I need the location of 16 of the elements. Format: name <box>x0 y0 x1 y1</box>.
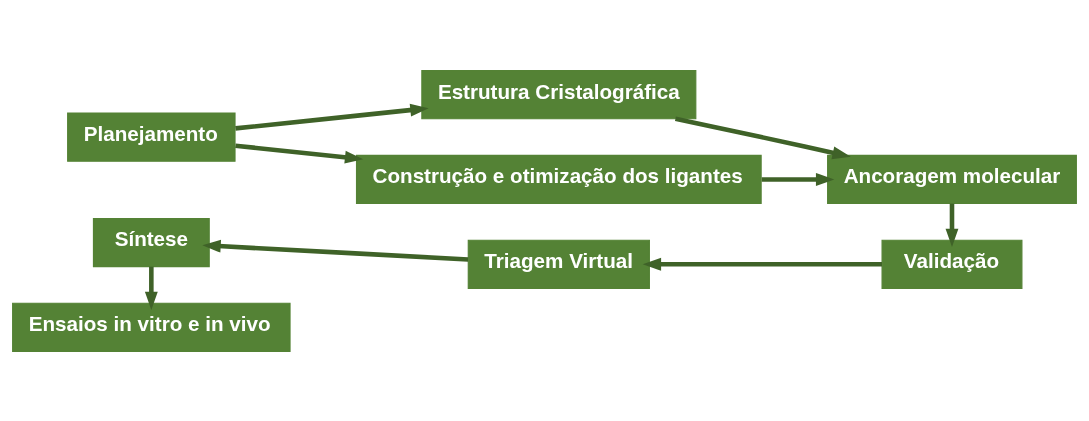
node-box: Ancoragem molecular <box>827 154 1077 204</box>
arrow <box>235 143 364 164</box>
node-box: Ensaios in vitro e in vivo <box>12 302 291 352</box>
node-box: Síntese <box>92 217 210 267</box>
arrow <box>235 103 429 131</box>
arrow <box>144 266 158 310</box>
arrow <box>674 116 851 159</box>
node-box: Planejamento <box>67 111 236 162</box>
node-box: Estrutura Cristalográfica <box>421 69 697 119</box>
arrow <box>945 203 959 247</box>
node-box: Validação <box>881 239 1023 289</box>
arrow <box>761 172 835 186</box>
node-box: Triagem Virtual <box>467 239 650 289</box>
arrow <box>642 257 882 271</box>
arrow <box>202 239 469 262</box>
node-box: Construção e otimização dos ligantes <box>355 154 762 204</box>
